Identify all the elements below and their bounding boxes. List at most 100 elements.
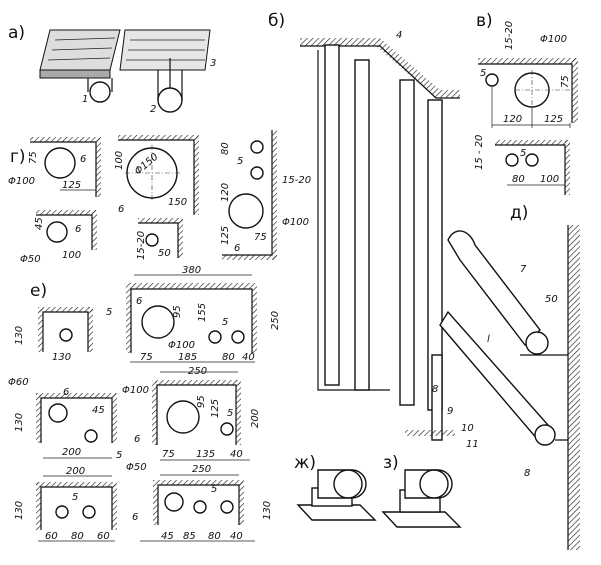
dimension-label: 6 (134, 434, 140, 445)
panel-d-inclined-pipes: д) 7 50 l 8 9 10 11 8 (405, 203, 580, 550)
dimension-label: 6 (80, 154, 86, 165)
panel-a-beam-clamps: а) 1 2 3 (8, 23, 216, 115)
dimension-label: 75 (28, 151, 39, 164)
dimension-label: 130 (14, 326, 25, 345)
dimension-label: 80 (222, 352, 235, 363)
dimension-label: 120 (220, 183, 231, 202)
dimension-label: 6 (118, 204, 124, 215)
dimension-label: 40 (242, 352, 255, 363)
dimension-label: 11 (466, 439, 479, 450)
dimension-label: 45 (34, 217, 45, 230)
dimension-label: 100 (540, 174, 559, 185)
dimension-label: 60 (97, 531, 110, 542)
dimension-label: 80 (208, 531, 221, 542)
dimension-label: 95 (172, 305, 183, 318)
dimension-label: 5 (106, 307, 112, 318)
dimension-label: Φ100 (540, 34, 567, 45)
dimension-label: 5 (116, 450, 122, 461)
dimension-label: 50 (158, 248, 171, 259)
dimension-label: Φ100 (8, 176, 35, 187)
dimension-label: 40 (230, 449, 243, 460)
dimension-label: 155 (197, 303, 208, 322)
panel-b-label: б) (268, 11, 285, 31)
dimension-label: 100 (114, 151, 125, 170)
dimension-label: 5 (211, 484, 217, 495)
dimension-label: 200 (66, 466, 85, 477)
panel-zh-label: ж) (294, 453, 316, 473)
panel-b-risers: б) 4 (268, 11, 460, 411)
dimension-label: 5 (222, 317, 228, 328)
dimension-label: 45 (92, 405, 105, 416)
dimension-label: 250 (188, 366, 207, 377)
dimension-label: Φ100 (168, 340, 195, 351)
dimension-label: 380 (182, 265, 201, 276)
dimension-label: 40 (230, 531, 243, 542)
dimension-label: 250 (192, 464, 211, 475)
dimension-label: Φ100 (282, 217, 309, 228)
dimension-label: 250 (270, 311, 281, 330)
dimension-label: 8 (524, 468, 530, 479)
dimension-label: 130 (52, 352, 71, 363)
dimension-label: 10 (461, 423, 474, 434)
panel-v-pipe-spacing: в) Φ100 5 15-20 75 120 125 15 - 20 80 10… (474, 11, 578, 195)
dimension-label: 6 (234, 243, 240, 254)
dimension-label: 9 (447, 406, 453, 417)
panel-e-clearances: е) 130 130 5 380 6 95 155 250 Φ100 5 75 … (8, 265, 281, 542)
dimension-label: 185 (178, 352, 197, 363)
dimension-label: 5 (520, 148, 526, 159)
dimension-label: 60 (45, 531, 58, 542)
callout-1: 1 (82, 94, 88, 105)
dimension-label: 200 (62, 447, 81, 458)
dimension-label: 75 (162, 449, 175, 460)
dimension-label: 75 (140, 352, 153, 363)
panel-z-label: з) (383, 453, 399, 473)
callout-2: 2 (150, 104, 156, 115)
dimension-label: 135 (196, 449, 215, 460)
riser-pipes (324, 44, 443, 411)
dimension-label: 5 (480, 68, 486, 79)
dimension-label: 130 (14, 413, 25, 432)
dimension-label: 125 (544, 114, 563, 125)
dimension-label: 200 (250, 409, 261, 428)
dimension-label: 130 (14, 501, 25, 520)
panel-e-label: е) (30, 281, 47, 301)
panel-v-label: в) (476, 11, 493, 31)
pipe-circle (89, 81, 111, 103)
dimension-label: 15-20 (282, 175, 311, 186)
dimension-label: Φ50 (20, 254, 41, 265)
dimension-label: 125 (220, 226, 231, 245)
dimension-label: 6 (132, 512, 138, 523)
dimension-label: Φ100 (122, 385, 149, 396)
dimension-label: Φ50 (126, 462, 147, 473)
dimension-label: 150 (168, 197, 187, 208)
panel-g-clearances: г) 75 Φ100 6 125 100 Φ150 6 150 80 5 120… (8, 130, 311, 265)
dimension-label: 100 (62, 250, 81, 261)
dimension-label: 5 (72, 492, 78, 503)
dimension-label: 50 (545, 294, 558, 305)
dimension-label: Φ60 (8, 377, 29, 388)
dimension-label: 45 (161, 531, 174, 542)
dimension-label: 6 (136, 296, 142, 307)
panel-z-support: з) (381, 453, 462, 528)
dimension-label: 6 (75, 224, 81, 235)
callout-3: 3 (210, 58, 216, 69)
dimension-label: 125 (210, 399, 221, 418)
dimension-label: 15-20 (136, 231, 147, 260)
dimension-label: 5 (237, 156, 243, 167)
dimension-label: 80 (220, 142, 231, 155)
dimension-label: 5 (227, 408, 233, 419)
dimension-label: 120 (503, 114, 522, 125)
dimension-label: 75 (254, 232, 267, 243)
dimension-label: 95 (196, 395, 207, 408)
panel-d-label: д) (510, 203, 528, 223)
callout-4: 4 (396, 30, 402, 41)
dimension-label: 75 (560, 75, 571, 88)
dimension-label: l (487, 334, 490, 345)
dimension-label: 8 (432, 384, 438, 395)
dimension-label: 130 (262, 501, 273, 520)
panel-zh-support: ж) (294, 453, 377, 521)
dimension-label: 7 (520, 264, 527, 275)
dimension-label: 125 (62, 180, 81, 191)
